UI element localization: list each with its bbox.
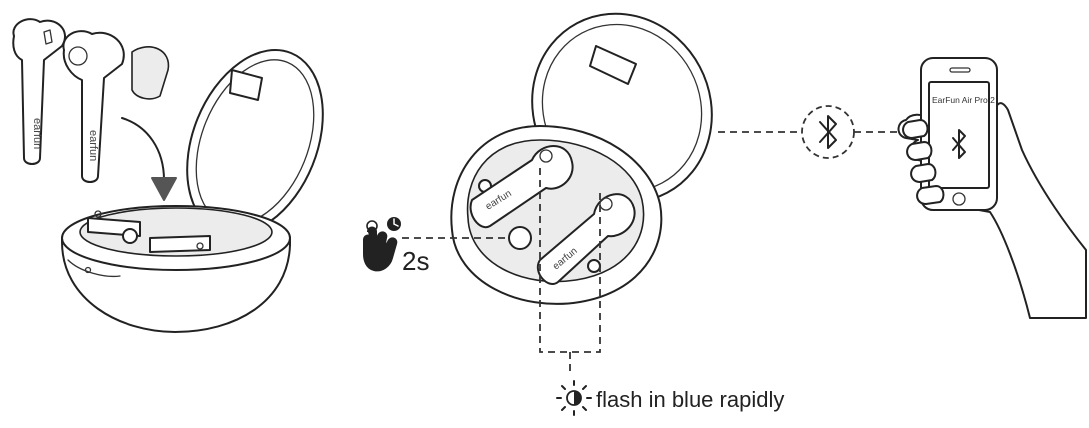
phone-bluetooth-icon [952,129,966,159]
timer-icon [387,217,401,231]
case-button [508,226,532,250]
step2-case-buds-inside: earfun earfun [402,12,713,374]
led-light-icon [556,380,592,416]
insert-arrow-icon [121,117,177,201]
case-lid [186,49,324,235]
step1-case-open: earfun earfun [12,18,324,333]
hand-fingers [902,119,945,205]
led-callout-line [539,168,601,353]
bluetooth-icon [801,105,855,159]
hold-duration-label: 2s [402,246,429,276]
led-instruction-label: flash in blue rapidly [596,387,784,412]
earbud-left: earfun [12,18,66,165]
phone-device-name: EarFun Air Pro 2 [932,95,995,105]
bud-brand-label: earfun [31,118,43,149]
press-hold-icon [363,220,398,272]
earbud-in-case-right: earfun [537,193,636,285]
earbud-right: earfun [62,30,170,183]
bud-brand-label: earfun [87,130,99,161]
smartphone-icon: EarFun Air Pro 2 [920,57,998,211]
case-body [61,205,291,333]
earbud-in-case-left: earfun [469,145,574,229]
